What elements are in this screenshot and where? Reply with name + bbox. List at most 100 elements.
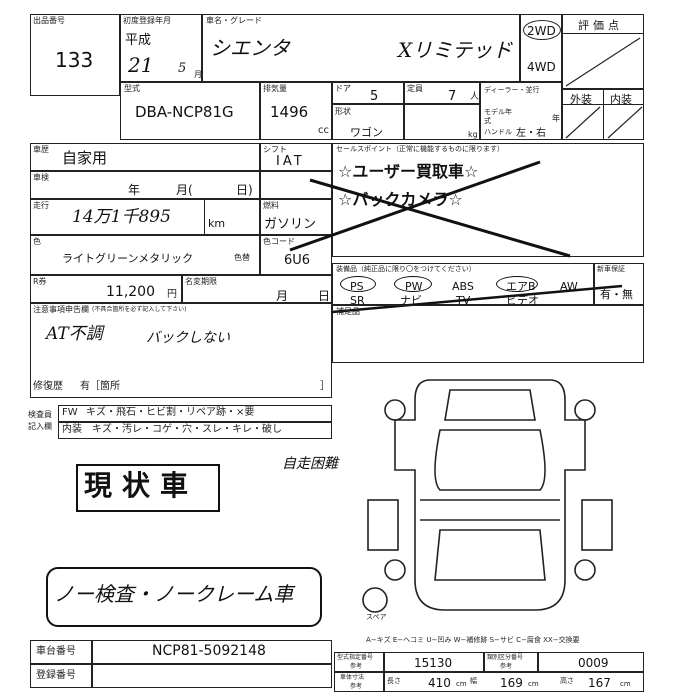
width-unit: cm	[528, 680, 539, 688]
length-label: 長さ	[387, 677, 401, 685]
doors-box	[332, 82, 404, 104]
notes-label: 注意事項申告欄	[33, 305, 89, 314]
fuel: ガソリン	[264, 217, 317, 232]
class-box	[538, 652, 644, 672]
history: 自家用	[62, 149, 108, 167]
height: 167	[588, 676, 611, 690]
recycle-box	[30, 275, 182, 303]
sales1: ☆ユーザー買取車☆	[338, 162, 479, 181]
reg-year: 21	[128, 53, 154, 77]
legend: A−キズ E−ヘコミ U−凹み W−補修跡 S−サビ C−腐食 XX−交換要	[366, 636, 580, 644]
drive-4wd: 4WD	[527, 60, 556, 74]
nc-month: 月	[276, 289, 289, 303]
repair-value: 有［箇所	[80, 381, 120, 392]
fuel-label: 燃料	[263, 201, 279, 210]
dealer-box	[480, 82, 562, 140]
sales-box	[332, 143, 644, 257]
class-label-b: 参考	[500, 663, 513, 670]
displacement: 1496	[270, 103, 309, 121]
int-box	[58, 422, 332, 439]
ext-int-hline	[562, 104, 644, 105]
recycle-label: R券	[33, 277, 47, 286]
lot-no: 133	[55, 48, 94, 72]
yen-unit: 円	[167, 289, 177, 300]
type-box	[120, 82, 260, 140]
handle: 左・右	[516, 128, 546, 139]
spec-label1b: 参考	[350, 663, 363, 670]
drive-2wd-circle	[523, 20, 561, 40]
plate-box	[92, 664, 332, 688]
doors: 5	[370, 89, 379, 104]
name-grade-box	[202, 14, 520, 82]
weight-box	[404, 104, 480, 140]
interior-label: 内装	[610, 93, 632, 106]
width-label: 幅	[470, 677, 477, 685]
ext-int-vline	[603, 89, 604, 140]
eq-ps-circle	[340, 276, 376, 292]
history-label: 車歴	[33, 145, 49, 154]
fuel-box	[260, 199, 332, 235]
mileage: 14万1千895	[72, 207, 171, 227]
dims-label-b: 参考	[350, 683, 363, 690]
spare-label: スペア	[366, 613, 387, 621]
equip-strikeout	[332, 284, 623, 314]
warranty: 有・無	[600, 288, 633, 301]
height-label: 高さ	[560, 677, 574, 685]
handle-label: ハンドル	[484, 128, 512, 136]
body-box	[332, 104, 404, 140]
int-label: 内装	[62, 424, 82, 435]
dims-label-box	[334, 672, 384, 692]
stamp1: 現状車	[84, 469, 199, 502]
recycle: 11,200	[106, 284, 155, 300]
rating-slash	[565, 37, 641, 87]
length-unit: cm	[456, 680, 467, 688]
eq-video: ビデオ	[506, 294, 539, 307]
year-unit: 年	[552, 114, 560, 123]
notes-box	[30, 303, 332, 398]
inspection-label: 車検	[33, 173, 49, 182]
spec-no: 15130	[414, 656, 453, 670]
fw-text: キズ・飛石・ヒビ割・リペア跡・×要	[86, 407, 255, 418]
color-label: 色	[33, 237, 41, 246]
accessory-box	[332, 305, 644, 363]
mileage-label: 走行	[33, 201, 49, 210]
chassis: NCP81-5092148	[152, 643, 266, 659]
name-change-label: 名変期限	[185, 277, 217, 286]
model-code: DBA-NCP81G	[135, 103, 234, 121]
eq-pw-circle	[394, 276, 432, 292]
inspection-month: 月(	[176, 183, 193, 197]
rating-label: 評価点	[578, 19, 623, 32]
seats: 7	[448, 89, 457, 104]
note1: AT不調	[46, 324, 103, 344]
dims-box	[384, 672, 644, 692]
stamp2: ノー検査・ノークレーム車	[54, 582, 294, 606]
sales-strikeout	[289, 160, 571, 258]
first-reg-label: 初度登録年月	[123, 16, 171, 25]
color-code-label: 色コード	[263, 237, 295, 246]
color-change: 色替	[234, 253, 250, 262]
handwritten-right: 自走困難	[282, 456, 338, 472]
shift-box	[260, 143, 332, 171]
ext-int-slashes	[565, 106, 643, 139]
notes-sub: (不具合箇所を必ず記入して下さい)	[92, 306, 187, 313]
sales-label: セールスポイント（正常に機能するものに限ります）	[336, 145, 504, 153]
km-unit: km	[208, 217, 226, 230]
exterior-label: 外装	[570, 93, 592, 106]
reg-month: 5	[178, 61, 187, 76]
mileage-box	[30, 199, 260, 235]
new-car-warranty-label: 新車保証	[597, 265, 625, 273]
color: ライトグリーンメタリック	[62, 252, 194, 265]
month-unit: 月	[194, 70, 202, 79]
equip-box	[332, 263, 594, 305]
nc-day: 日	[318, 289, 331, 303]
width: 169	[500, 676, 523, 690]
first-reg-box	[120, 14, 202, 82]
equip-label: 装備品（純正品に限り〇をつけてください）	[336, 265, 476, 273]
insp-label1: 検査員	[28, 410, 52, 419]
color-box	[30, 235, 260, 275]
weight-unit: kg	[468, 130, 478, 139]
eq-abs: ABS	[452, 280, 474, 293]
body: ワゴン	[350, 126, 383, 139]
name-change-box	[182, 275, 332, 303]
warranty-box	[594, 263, 644, 305]
